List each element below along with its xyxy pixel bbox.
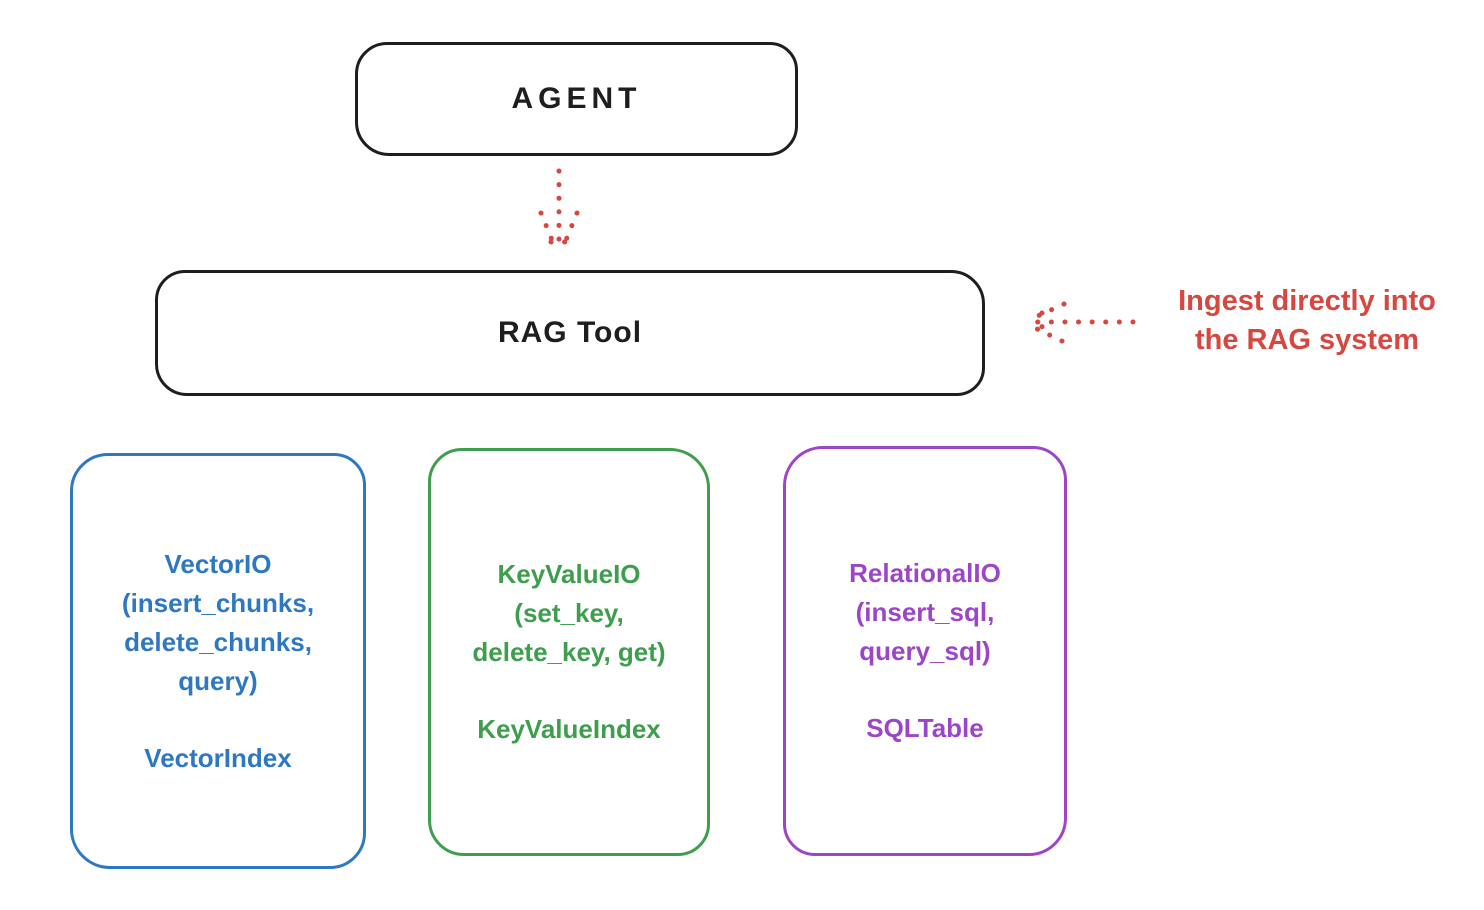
node-agent: AGENT — [355, 42, 798, 156]
relational-io-line-methods-1: (insert_sql, — [855, 597, 995, 627]
vector-io-line-methods-1: (insert_chunks, — [121, 587, 315, 618]
annotation-line-2: the RAG system — [1194, 324, 1419, 357]
vector-io-line-title: VectorIO — [164, 548, 272, 579]
relational-io-line-methods-2: query_sql) — [859, 636, 991, 666]
vector-io-line-methods-3: query) — [178, 665, 258, 696]
node-relational-io: RelationalIO (insert_sql, query_sql) SQL… — [783, 446, 1067, 856]
vector-io-text: VectorIO (insert_chunks, delete_chunks, … — [122, 545, 314, 778]
key-value-io-text: KeyValueIO (set_key, delete_key, get) Ke… — [472, 555, 665, 749]
key-value-io-line-methods-2: delete_key, get) — [472, 637, 666, 667]
sql-table-label: SQLTable — [866, 713, 984, 743]
dotted-arrow-annotation-to-ragtool-icon — [1024, 301, 1136, 344]
key-value-io-line-methods-1: (set_key, — [514, 598, 624, 628]
vector-io-line-methods-2: delete_chunks, — [124, 626, 312, 657]
annotation-line-1: Ingest directly into — [1178, 285, 1436, 317]
annotation-ingest: Ingest directly into the RAG system — [1140, 282, 1474, 360]
relational-io-text: RelationalIO (insert_sql, query_sql) SQL… — [849, 554, 1001, 748]
node-rag-tool: RAG Tool — [155, 270, 985, 396]
vector-index-label: VectorIndex — [144, 742, 292, 773]
relational-io-line-title: RelationalIO — [849, 558, 1001, 588]
rag-tool-label: RAG Tool — [497, 316, 643, 349]
node-vector-io: VectorIO (insert_chunks, delete_chunks, … — [70, 453, 366, 869]
key-value-index-label: KeyValueIndex — [477, 714, 661, 744]
dotted-arrow-agent-to-ragtool-icon — [538, 168, 580, 255]
agent-label: AGENT — [511, 82, 642, 115]
node-key-value-io: KeyValueIO (set_key, delete_key, get) Ke… — [428, 448, 710, 856]
key-value-io-line-title: KeyValueIO — [497, 559, 641, 589]
